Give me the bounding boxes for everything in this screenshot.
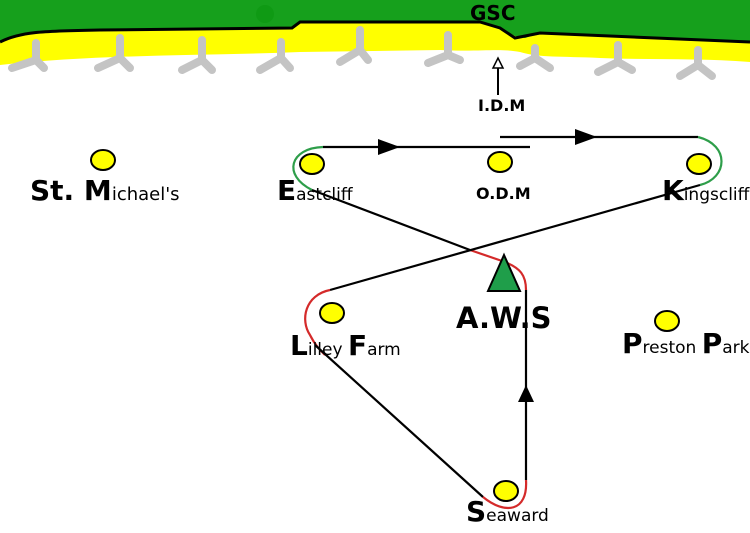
coast-label: GSC	[470, 1, 516, 25]
groyne	[8, 39, 48, 72]
aws-label: A.W.S	[456, 301, 552, 335]
aws-icon	[486, 252, 522, 292]
route-segment	[311, 188, 471, 252]
station-label-st-michaels: St. Michael's	[30, 174, 180, 207]
idm-label: I.D.M	[478, 96, 525, 115]
coastline	[0, 20, 750, 44]
station-dot-preston-park[interactable]	[654, 310, 680, 332]
route-curve-eastcliff	[292, 145, 324, 191]
route-curve-kingscliff	[697, 135, 723, 187]
station-dot-seaward[interactable]	[493, 480, 519, 502]
station-label-kingscliff: Kingscliff	[662, 174, 750, 207]
route-segment	[314, 344, 484, 498]
groyne	[336, 26, 372, 66]
route-curve-seaward	[482, 479, 528, 510]
idm-arrow	[491, 56, 505, 95]
station-dot-lilley-farm[interactable]	[319, 302, 345, 324]
groyne	[676, 46, 716, 80]
groyne	[424, 31, 464, 67]
groyne	[94, 34, 134, 72]
station-dot-eastcliff[interactable]	[299, 153, 325, 175]
route-segment	[329, 183, 701, 292]
groyne	[516, 44, 554, 72]
direction-arrow	[378, 139, 400, 155]
station-label-preston-park: Preston Park	[622, 327, 750, 360]
direction-arrow	[518, 385, 534, 402]
station-dot-odm[interactable]	[487, 151, 513, 173]
groyne	[256, 38, 294, 74]
groyne	[178, 36, 216, 74]
groyne	[594, 41, 636, 76]
odm-label: O.D.M	[476, 184, 531, 203]
station-dot-kingscliff[interactable]	[686, 153, 712, 175]
station-label-lilley-farm: Lilley Farm	[290, 329, 401, 362]
station-label-seaward: Seaward	[466, 495, 549, 528]
direction-arrow	[575, 129, 597, 145]
station-dot-st-michaels[interactable]	[90, 149, 116, 171]
station-label-eastcliff: Eastcliff	[277, 174, 354, 207]
groynes	[8, 26, 716, 80]
land-dot	[256, 5, 274, 23]
